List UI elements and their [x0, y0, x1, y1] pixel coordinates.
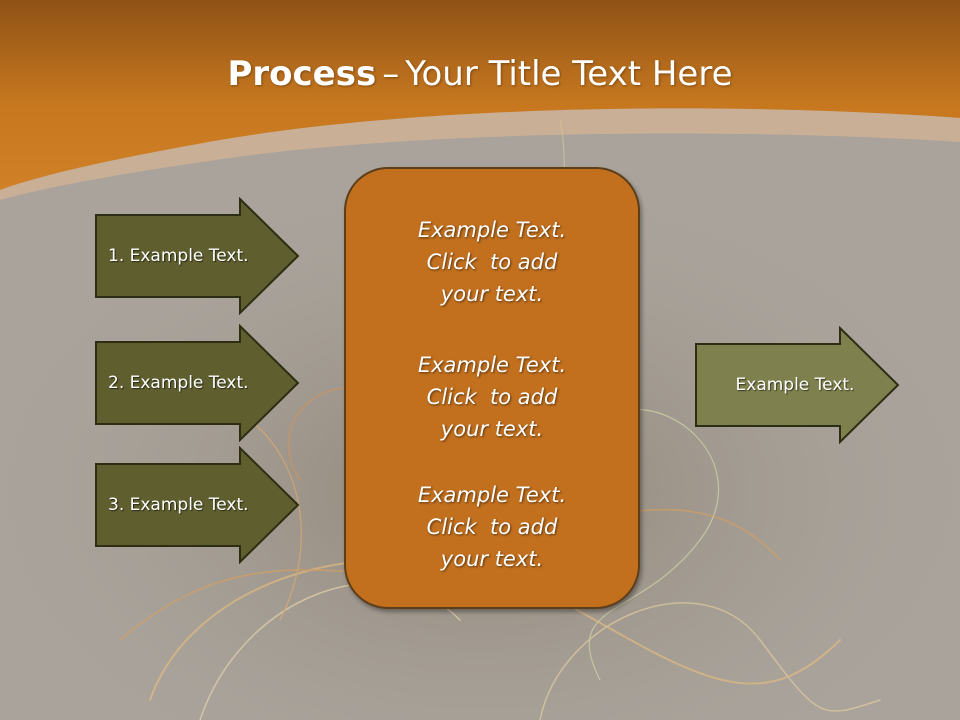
center-box-paragraph: Example Text. Click to add your text.	[346, 349, 638, 445]
input-arrow-label: 2. Example Text.	[108, 373, 249, 393]
input-arrow-label: 1. Example Text.	[108, 246, 249, 266]
center-box-paragraph: Example Text. Click to add your text.	[346, 479, 638, 575]
arrow-shape	[695, 326, 900, 444]
center-process-box: Example Text. Click to add your text. Ex…	[344, 167, 640, 609]
arrow-shape	[95, 324, 300, 442]
title-dash: –	[382, 54, 400, 94]
title-rest: Your Title Text Here	[405, 54, 733, 94]
paragraph-line: your text.	[440, 282, 544, 306]
input-arrow-label: 3. Example Text.	[108, 495, 249, 515]
arrow-shape	[95, 197, 300, 315]
title-bold: Process	[227, 54, 377, 94]
paragraph-line: Click to add	[426, 515, 558, 539]
input-arrow-3: 3. Example Text.	[94, 446, 300, 564]
paragraph-line: Click to add	[426, 250, 558, 274]
input-arrow-1: 1. Example Text.	[94, 197, 300, 315]
paragraph-line: Example Text.	[417, 483, 567, 507]
paragraph-line: Example Text.	[417, 353, 567, 377]
output-arrow: Example Text.	[694, 326, 900, 444]
paragraph-line: your text.	[440, 417, 544, 441]
paragraph-line: Example Text.	[417, 218, 567, 242]
slide-title: Process–Your Title Text Here	[0, 52, 960, 96]
paragraph-line: your text.	[440, 547, 544, 571]
output-arrow-label: Example Text.	[735, 375, 855, 395]
center-box-paragraph: Example Text. Click to add your text.	[346, 214, 638, 310]
arrow-shape	[95, 446, 300, 564]
paragraph-line: Click to add	[426, 385, 558, 409]
input-arrow-2: 2. Example Text.	[94, 324, 300, 442]
